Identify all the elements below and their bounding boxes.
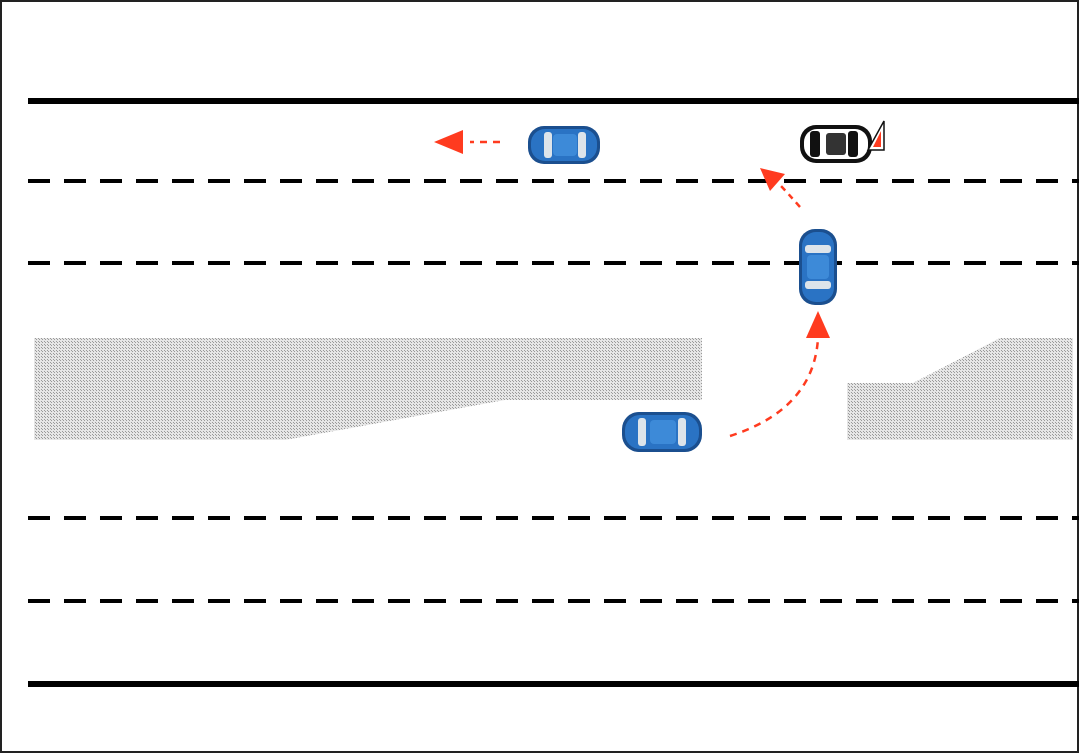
car-top-lane-right [800, 125, 872, 163]
car-top-lane-left [528, 126, 600, 164]
car-changing-lanes [799, 229, 837, 305]
car-crossing-median [622, 412, 702, 452]
warning-triangle-icon [866, 120, 885, 151]
arrow-leftward [434, 130, 500, 154]
median-left [34, 338, 702, 440]
arrow-to-top-lane [760, 168, 801, 208]
arrow-u-turn [729, 311, 830, 438]
median-right [847, 338, 1073, 440]
